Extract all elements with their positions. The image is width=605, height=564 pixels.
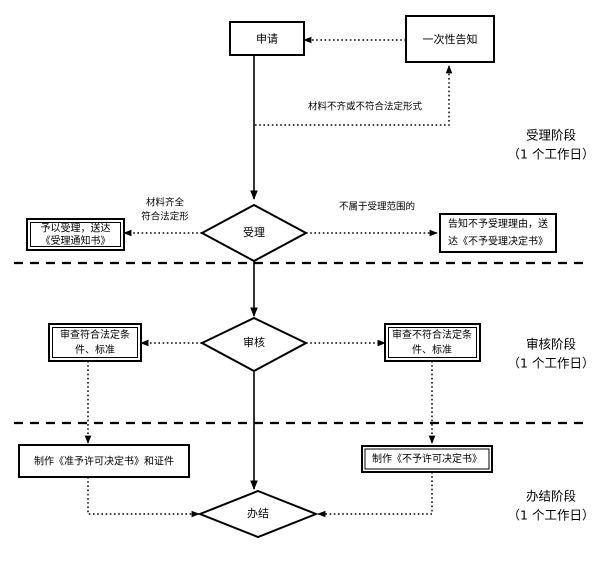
node-accept-yes-inner (30, 222, 121, 247)
node-one-time-notice[interactable]: 一次性告知 (405, 15, 495, 63)
node-complete[interactable]: 办结 (197, 489, 319, 539)
node-accept-yes-line1: 予以受理，送达 (41, 222, 111, 235)
node-accept-label: 受理 (243, 226, 265, 239)
node-review-pass-line2: 件、标准 (75, 344, 115, 356)
stage-label-review: 审核阶段 （1 个工作日） (508, 337, 595, 371)
node-review-pass-shape (48, 323, 142, 362)
stage-label-acceptance: 受理阶段 （1 个工作日） (508, 128, 595, 162)
node-accept[interactable]: 受理 (199, 203, 309, 263)
node-permit-deny-label: 制作《不予许可决定书》 (372, 452, 482, 465)
node-review-label: 审核 (243, 335, 265, 349)
node-apply-label: 申请 (256, 33, 278, 46)
node-one-time-notice-shape (405, 15, 495, 63)
node-accept-yes[interactable]: 予以受理，送达 《受理通知书》 (26, 218, 125, 251)
stage-label-completion-name: 办结阶段 (526, 489, 576, 504)
edge-label-materials-ok-line2: 符合法定形 (141, 211, 189, 223)
node-review-fail-line2: 件、标准 (412, 344, 452, 356)
node-accept-shape (199, 203, 309, 263)
node-accept-yes-shape (26, 218, 125, 251)
stage-label-review-name: 审核阶段 (526, 337, 576, 352)
edge-deny-to-complete (317, 472, 433, 518)
node-complete-label: 办结 (247, 507, 269, 520)
node-review-pass-line1: 审查符合法定条 (60, 328, 130, 341)
edge-grant-to-complete (87, 477, 200, 518)
node-complete-shape (197, 489, 319, 539)
stage-label-completion-duration: （1 个工作日） (508, 508, 595, 523)
node-review-fail[interactable]: 审查不符合法定条 件、标准 (384, 323, 481, 362)
node-accept-yes-line2: 《受理通知书》 (41, 234, 111, 247)
node-permit-deny-shape (361, 445, 493, 473)
node-accept-no-shape (439, 213, 557, 253)
stage-label-acceptance-name: 受理阶段 (526, 128, 576, 143)
node-review-pass-inner (52, 327, 138, 358)
edge-incomplete-to-notice (255, 65, 453, 126)
node-review-fail-inner (388, 327, 477, 358)
node-permit-deny[interactable]: 制作《不予许可决定书》 (361, 445, 493, 473)
node-permit-deny-inner (364, 448, 490, 470)
node-one-time-notice-label: 一次性告知 (423, 32, 478, 46)
edge-label-incomplete-materials: 材料不齐或不符合法定形式 (308, 101, 423, 113)
node-apply-shape (229, 21, 305, 56)
edge-label-out-of-scope: 不属于受理范围的 (339, 201, 415, 213)
stage-label-completion: 办结阶段 （1 个工作日） (508, 489, 595, 523)
edge-label-materials-ok-line1: 材料齐全 (146, 197, 185, 209)
stage-label-acceptance-duration: （1 个工作日） (508, 147, 595, 162)
node-accept-no[interactable]: 告知不予受理理由，送 达《不予受理决定书》 (439, 213, 557, 253)
node-permit-grant[interactable]: 制作《准予许可决定书》和证件 (18, 444, 190, 478)
node-accept-no-line1: 告知不予受理理由，送 (448, 217, 548, 230)
node-review-shape (199, 316, 309, 373)
node-review-fail-shape (384, 323, 481, 362)
node-apply[interactable]: 申请 (229, 21, 305, 56)
node-accept-no-line2: 达《不予受理决定书》 (448, 235, 548, 248)
node-review[interactable]: 审核 (199, 316, 309, 373)
node-review-fail-line1: 审查不符合法定条 (392, 328, 472, 341)
node-permit-grant-shape (18, 444, 190, 478)
node-review-pass[interactable]: 审查符合法定条 件、标准 (48, 323, 142, 362)
node-permit-grant-label: 制作《准予许可决定书》和证件 (34, 455, 174, 468)
stage-label-review-duration: （1 个工作日） (508, 356, 595, 371)
